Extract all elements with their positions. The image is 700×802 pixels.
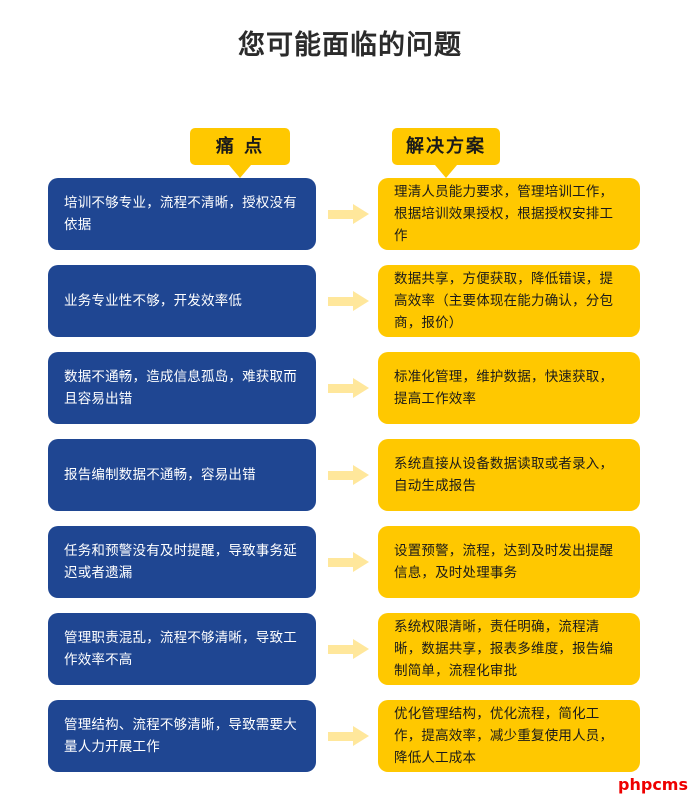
table-row: 任务和预警没有及时提醒，导致事务延迟或者遗漏 设置预警，流程，达到及时发出提醒信… — [0, 526, 700, 598]
column-header-pain: 痛 点 — [190, 128, 290, 178]
solution-text: 优化管理结构，优化流程，简化工作，提高效率，减少重复使用人员，降低人工成本 — [394, 706, 614, 766]
arrow-head — [353, 204, 369, 224]
solution-text: 系统权限清晰，责任明确，流程清晰，数据共享，报表多维度，报告编制简单，流程化审批 — [394, 619, 614, 679]
pain-point-text: 业务专业性不够，开发效率低 — [64, 293, 243, 309]
arrow-head — [353, 726, 369, 746]
solution-text: 设置预警，流程，达到及时发出提醒信息，及时处理事务 — [394, 543, 614, 581]
table-row: 管理结构、流程不够清晰，导致需要大量人力开展工作 优化管理结构，优化流程，简化工… — [0, 700, 700, 772]
arrow-shaft — [328, 471, 354, 480]
pain-point-box: 数据不通畅，造成信息孤岛，难获取而且容易出错 — [48, 352, 316, 424]
arrow-shaft — [328, 732, 354, 741]
solution-box: 数据共享，方便获取，降低错误，提高效率（主要体现在能力确认，分包商，报价） — [378, 265, 640, 337]
comparison-rows-container: 培训不够专业，流程不清晰，授权没有依据 理清人员能力要求，管理培训工作，根据培训… — [0, 178, 700, 787]
arrow-shaft — [328, 645, 354, 654]
arrow-right-icon — [328, 639, 370, 659]
pain-point-text: 管理结构、流程不够清晰，导致需要大量人力开展工作 — [64, 717, 297, 755]
solution-box: 系统权限清晰，责任明确，流程清晰，数据共享，报表多维度，报告编制简单，流程化审批 — [378, 613, 640, 685]
solution-box: 标准化管理，维护数据，快速获取，提高工作效率 — [378, 352, 640, 424]
arrow-right-icon — [328, 465, 370, 485]
pain-point-box: 任务和预警没有及时提醒，导致事务延迟或者遗漏 — [48, 526, 316, 598]
arrow-shaft — [328, 558, 354, 567]
arrow-head — [353, 378, 369, 398]
solution-text: 标准化管理，维护数据，快速获取，提高工作效率 — [394, 369, 614, 407]
arrow-right-icon — [328, 204, 370, 224]
column-header-pain-label: 痛 点 — [215, 136, 265, 157]
solution-box: 设置预警，流程，达到及时发出提醒信息，及时处理事务 — [378, 526, 640, 598]
pain-point-text: 任务和预警没有及时提醒，导致事务延迟或者遗漏 — [64, 543, 297, 581]
pain-point-box: 管理职责混乱，流程不够清晰，导致工作效率不高 — [48, 613, 316, 685]
arrow-head — [353, 465, 369, 485]
table-row: 数据不通畅，造成信息孤岛，难获取而且容易出错 标准化管理，维护数据，快速获取，提… — [0, 352, 700, 424]
watermark: phpcms — [618, 775, 688, 794]
table-row: 培训不够专业，流程不清晰，授权没有依据 理清人员能力要求，管理培训工作，根据培训… — [0, 178, 700, 250]
table-row: 报告编制数据不通畅，容易出错 系统直接从设备数据读取或者录入，自动生成报告 — [0, 439, 700, 511]
table-row: 业务专业性不够，开发效率低 数据共享，方便获取，降低错误，提高效率（主要体现在能… — [0, 265, 700, 337]
pain-point-box: 业务专业性不够，开发效率低 — [48, 265, 316, 337]
pain-point-box: 报告编制数据不通畅，容易出错 — [48, 439, 316, 511]
arrow-right-icon — [328, 291, 370, 311]
pain-point-box: 管理结构、流程不够清晰，导致需要大量人力开展工作 — [48, 700, 316, 772]
solution-box: 系统直接从设备数据读取或者录入，自动生成报告 — [378, 439, 640, 511]
solution-text: 理清人员能力要求，管理培训工作，根据培训效果授权，根据授权安排工作 — [394, 184, 614, 244]
solution-box: 优化管理结构，优化流程，简化工作，提高效率，减少重复使用人员，降低人工成本 — [378, 700, 640, 772]
arrow-shaft — [328, 384, 354, 393]
arrow-head — [353, 291, 369, 311]
arrow-right-icon — [328, 378, 370, 398]
page-title: 您可能面临的问题 — [238, 30, 462, 61]
table-row: 管理职责混乱，流程不够清晰，导致工作效率不高 系统权限清晰，责任明确，流程清晰，… — [0, 613, 700, 685]
column-header-solution-label: 解决方案 — [406, 136, 486, 157]
pain-point-text: 培训不够专业，流程不清晰，授权没有依据 — [64, 195, 297, 233]
arrow-head — [353, 552, 369, 572]
column-header-solution: 解决方案 — [392, 128, 500, 178]
solution-box: 理清人员能力要求，管理培训工作，根据培训效果授权，根据授权安排工作 — [378, 178, 640, 250]
arrow-shaft — [328, 210, 354, 219]
pain-point-text: 报告编制数据不通畅，容易出错 — [64, 467, 256, 483]
arrow-shaft — [328, 297, 354, 306]
solution-text: 系统直接从设备数据读取或者录入，自动生成报告 — [394, 456, 614, 494]
arrow-right-icon — [328, 726, 370, 746]
pain-point-text: 数据不通畅，造成信息孤岛，难获取而且容易出错 — [64, 369, 297, 407]
arrow-head — [353, 639, 369, 659]
pain-point-text: 管理职责混乱，流程不够清晰，导致工作效率不高 — [64, 630, 297, 668]
pain-point-box: 培训不够专业，流程不清晰，授权没有依据 — [48, 178, 316, 250]
arrow-right-icon — [328, 552, 370, 572]
solution-text: 数据共享，方便获取，降低错误，提高效率（主要体现在能力确认，分包商，报价） — [394, 271, 614, 331]
